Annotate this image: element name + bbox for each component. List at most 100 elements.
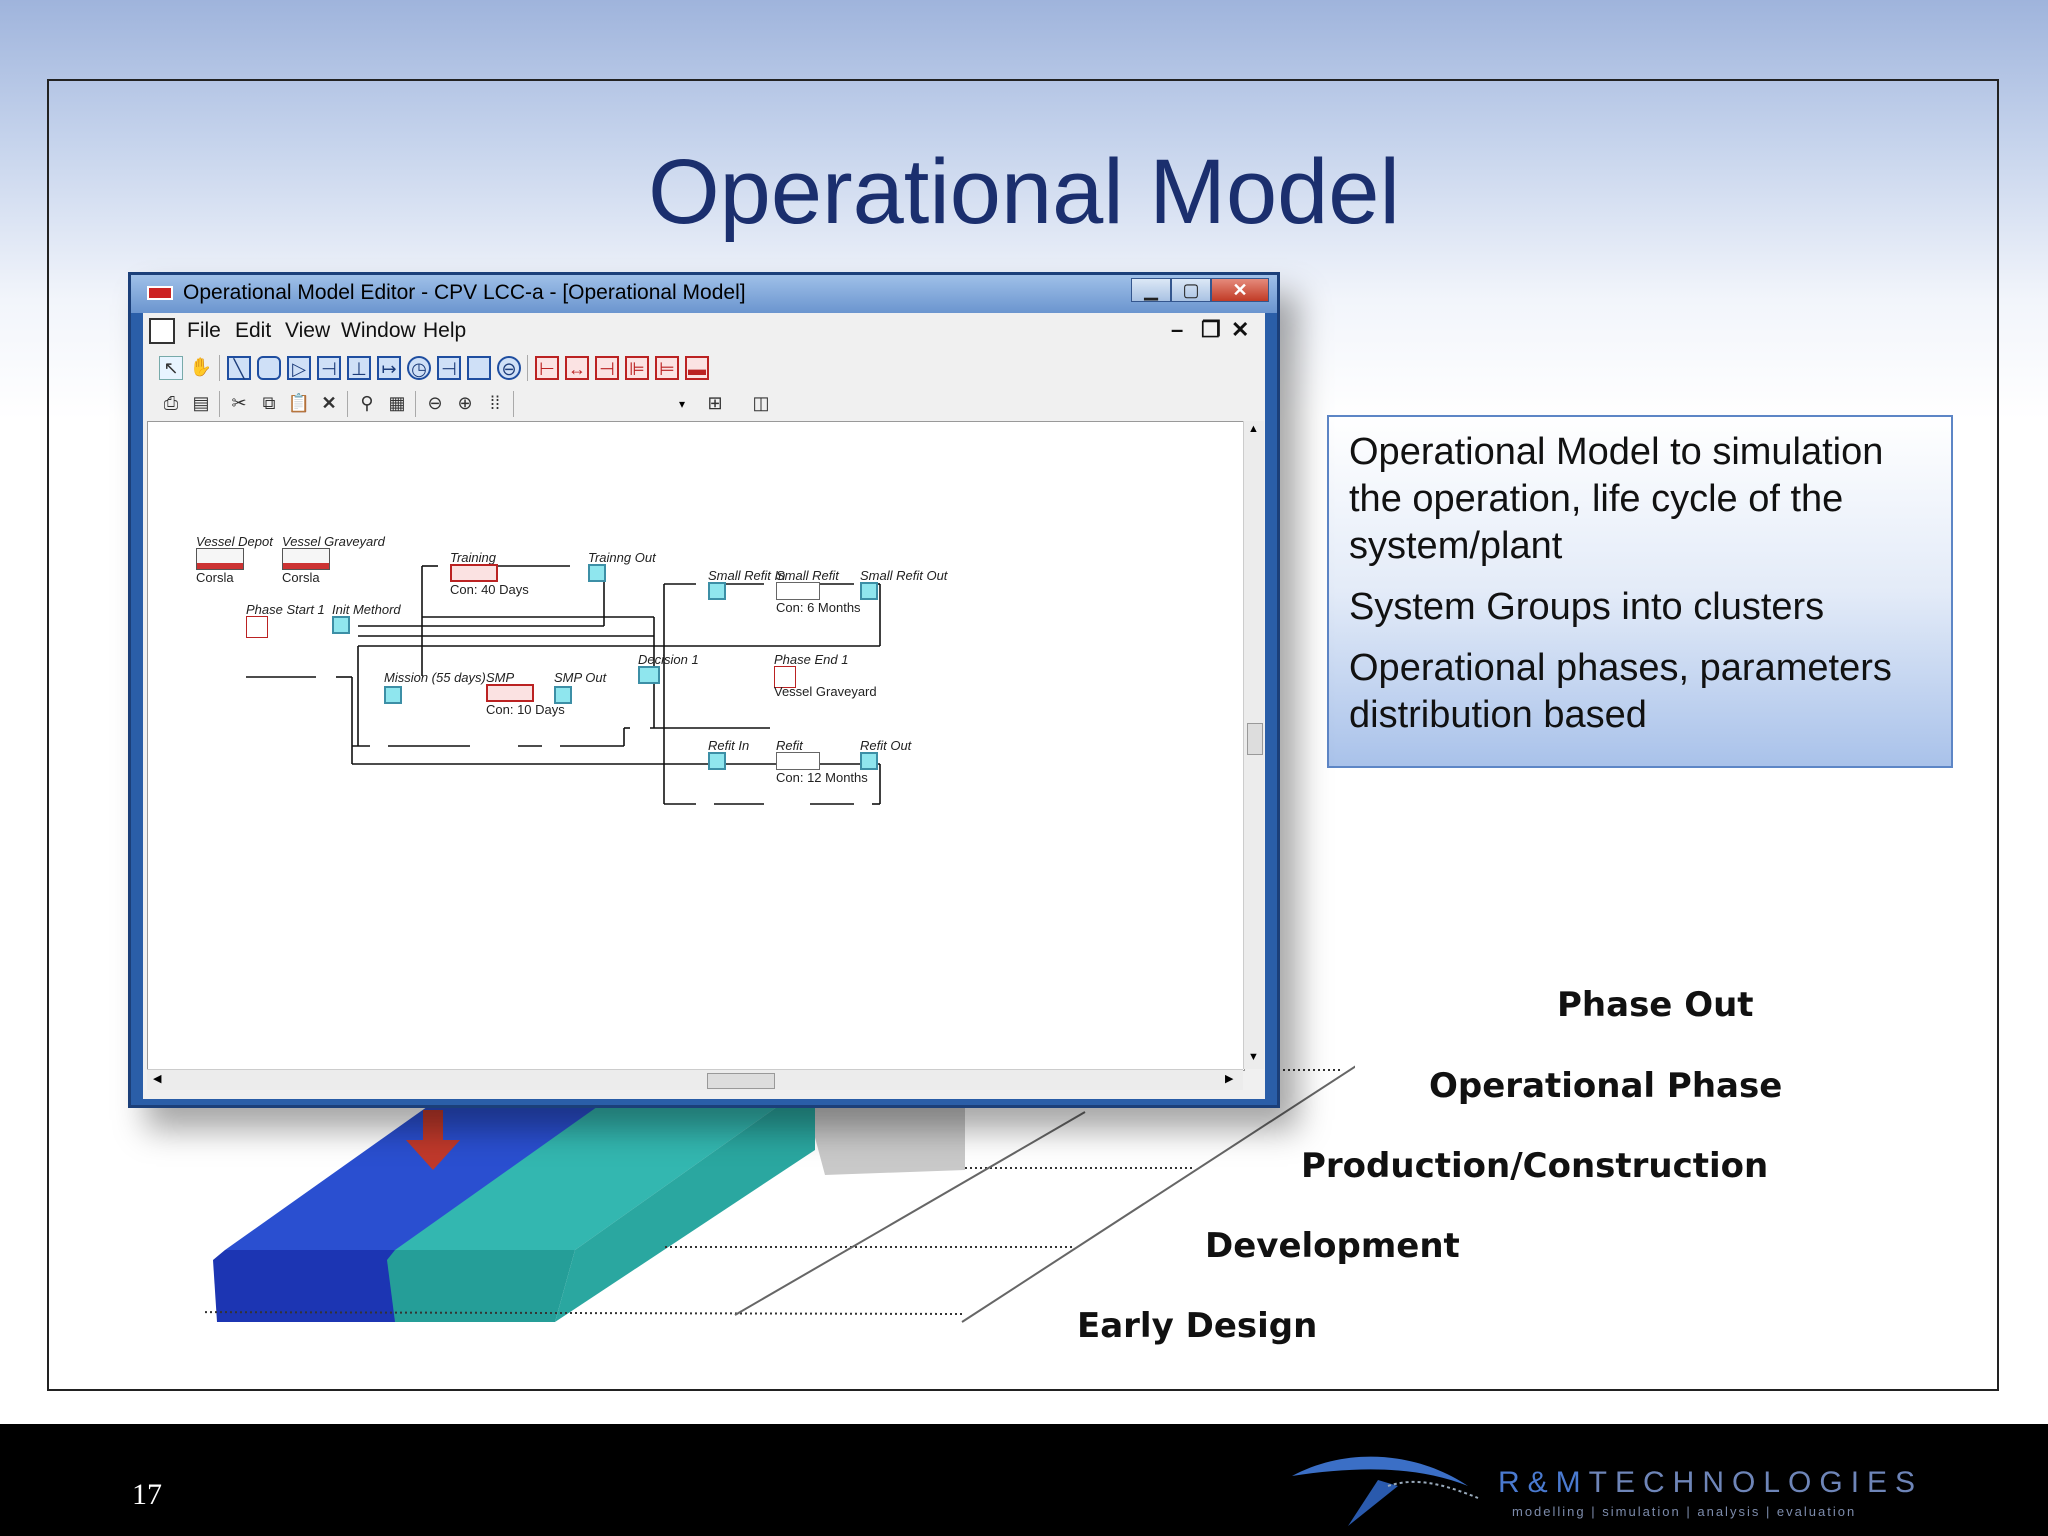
activity-icon[interactable]: ↔ — [565, 356, 589, 380]
node-small-refit-in[interactable] — [708, 582, 726, 600]
arrow-shape-icon[interactable]: ▷ — [287, 356, 311, 380]
window-titlebar[interactable]: Operational Model Editor - CPV LCC-a - [… — [131, 275, 1277, 313]
branch-icon[interactable]: ⊨ — [655, 356, 679, 380]
logo-tagline: modelling | simulation | analysis | eval… — [1512, 1504, 1857, 1519]
split-tool-icon[interactable]: ⊣ — [437, 356, 461, 380]
timer-tool-icon[interactable]: ⊖ — [497, 356, 521, 380]
horizontal-scroll-thumb[interactable] — [707, 1073, 775, 1089]
node-init-method[interactable] — [332, 616, 350, 634]
logo-name: R&MTECHNOLOGIES — [1498, 1466, 1924, 1499]
fork-icon[interactable]: ⊫ — [625, 356, 649, 380]
join-tool-icon[interactable]: ⊥ — [347, 356, 371, 380]
merge-tool-icon[interactable]: ⊣ — [317, 356, 341, 380]
phase-label: Phase Out — [1557, 985, 1754, 1025]
menu-help[interactable]: Help — [423, 319, 467, 342]
copy-icon[interactable]: ⧉ — [262, 393, 276, 413]
node-mission[interactable] — [384, 686, 402, 704]
zoom-out-icon[interactable]: ⊖ — [427, 393, 443, 413]
down-arrow-icon — [406, 1110, 460, 1170]
scroll-right-icon[interactable]: ▶ — [1225, 1073, 1234, 1085]
node-vessel-graveyard-sub: Corsla — [282, 570, 320, 585]
mdi-close-button[interactable]: ✕ — [1231, 317, 1250, 342]
link-tool-icon[interactable]: ↦ — [377, 356, 401, 380]
delete-icon[interactable]: ✕ — [321, 393, 337, 413]
node-smp-label: SMP — [486, 670, 515, 685]
node-phase-end[interactable] — [774, 666, 796, 688]
node-vessel-graveyard-label: Vessel Graveyard — [282, 534, 385, 549]
line-tool-icon[interactable]: ╲ — [227, 356, 251, 380]
close-button[interactable]: ✕ — [1211, 278, 1269, 302]
node-smp-out[interactable] — [554, 686, 572, 704]
grid-icon[interactable]: ⁞⁞ — [489, 393, 500, 413]
node-training-out-label: Trainng Out — [588, 550, 656, 565]
square-tool-icon[interactable] — [467, 356, 491, 380]
standard-toolbar: ⎙ ▤ ✂ ⧉ 📋 ✕ ⚲ ▦ ⊖ ⊕ ⁞⁞ ▾ ⊞ ◫ — [143, 385, 1265, 423]
node-tool-icon[interactable] — [257, 356, 281, 380]
scroll-down-icon[interactable]: ▼ — [1248, 1051, 1259, 1063]
node-refit-sub: Con: 12 Months — [776, 770, 868, 785]
phase-label: Operational Phase — [1429, 1066, 1783, 1106]
phase-label: Production/Construction — [1301, 1146, 1769, 1186]
node-refit-out-label: Refit Out — [860, 738, 912, 753]
vertical-scrollbar[interactable]: ▲ ▼ — [1243, 421, 1264, 1069]
phase-start-icon[interactable]: ⊢ — [535, 356, 559, 380]
node-small-refit-out[interactable] — [860, 582, 878, 600]
depot-icon[interactable]: ▬ — [685, 356, 709, 380]
document-icon[interactable] — [149, 318, 175, 344]
node-training-sub: Con: 40 Days — [450, 582, 529, 597]
node-phase-start[interactable] — [246, 616, 268, 638]
paste-icon[interactable]: 📋 — [287, 393, 311, 413]
zoom-dropdown-chevron-icon[interactable]: ▾ — [679, 397, 686, 411]
properties-icon[interactable]: ▦ — [388, 393, 406, 413]
menu-edit[interactable]: Edit — [235, 319, 272, 342]
diagram-toolbar: ↖ ✋ ╲ ▷ ⊣ ⊥ ↦ ◷ ⊣ ⊖ ⊢ ↔ ⊣ ⊫ ⊨ ▬ — [143, 349, 1265, 387]
clock-tool-icon[interactable]: ◷ — [407, 356, 431, 380]
pointer-icon[interactable]: ↖ — [159, 356, 183, 380]
zoom-in-icon[interactable]: ⊕ — [457, 393, 473, 413]
maximize-button[interactable]: ▢ — [1171, 278, 1211, 302]
menu-file[interactable]: File — [187, 319, 221, 342]
node-decision[interactable] — [638, 666, 660, 684]
phase-end-icon[interactable]: ⊣ — [595, 356, 619, 380]
minimize-button[interactable]: ▁ — [1131, 278, 1171, 302]
node-refit-in[interactable] — [708, 752, 726, 770]
diagram-connectors — [246, 565, 881, 805]
node-training-out[interactable] — [588, 564, 606, 582]
node-refit-out[interactable] — [860, 752, 878, 770]
phase-label: Early Design — [1077, 1306, 1318, 1346]
menu-window[interactable]: Window — [341, 319, 416, 342]
cut-icon[interactable]: ✂ — [231, 393, 247, 413]
node-small-refit-label: Small Refit — [776, 568, 839, 583]
horizontal-scrollbar[interactable]: ◀ ▶ — [147, 1069, 1243, 1090]
find-icon[interactable]: ⚲ — [360, 393, 374, 413]
node-phase-start-label: Phase Start 1 — [246, 602, 325, 617]
diagram-canvas[interactable]: Vessel Depot Corsla Vessel Graveyard Cor… — [147, 421, 1245, 1071]
layout-grid-icon[interactable]: ⊞ — [707, 393, 723, 413]
mdi-minimize-button[interactable]: – — [1171, 317, 1184, 342]
app-icon — [147, 286, 173, 300]
print-icon[interactable]: ⎙ — [163, 393, 179, 413]
menu-view[interactable]: View — [285, 319, 331, 342]
node-phase-end-sub: Vessel Graveyard — [774, 684, 877, 699]
node-smp[interactable] — [486, 684, 534, 702]
node-small-refit[interactable] — [776, 582, 820, 600]
node-vessel-graveyard[interactable] — [282, 548, 330, 570]
vertical-scroll-thumb[interactable] — [1247, 723, 1263, 755]
print-preview-icon[interactable]: ▤ — [192, 393, 210, 413]
node-decision-label: Decision 1 — [638, 652, 699, 667]
scroll-up-icon[interactable]: ▲ — [1248, 423, 1259, 435]
node-small-refit-in-label: Small Refit In — [708, 568, 786, 583]
node-small-refit-out-label: Small Refit Out — [860, 568, 948, 583]
menu-bar: File Edit View Window Help – ❐ ✕ — [143, 313, 1265, 349]
node-small-refit-sub: Con: 6 Months — [776, 600, 861, 615]
scroll-left-icon[interactable]: ◀ — [153, 1073, 162, 1085]
node-training[interactable] — [450, 564, 498, 582]
node-refit[interactable] — [776, 752, 820, 770]
hand-icon[interactable]: ✋ — [189, 357, 213, 377]
node-training-label: Training — [450, 550, 497, 565]
footer-bar — [0, 1424, 2048, 1536]
slide-title: Operational Model — [648, 141, 1400, 243]
mdi-restore-button[interactable]: ❐ — [1201, 317, 1221, 342]
window-layout-icon[interactable]: ◫ — [752, 393, 770, 413]
node-vessel-depot[interactable] — [196, 548, 244, 570]
